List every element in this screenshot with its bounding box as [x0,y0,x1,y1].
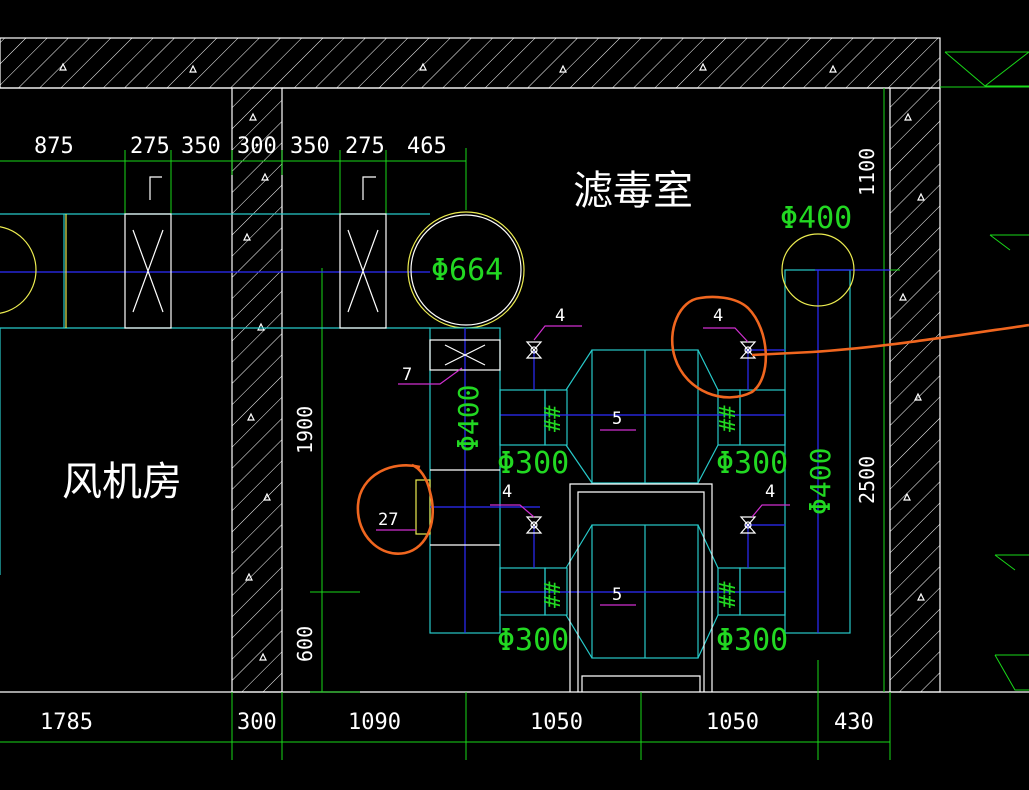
equipment-tags: 7 4 4 4 4 5 5 27 [378,306,775,605]
dim-bottom-1050-right: 1050 [706,710,759,735]
markup-arrow-line [751,323,1029,357]
label-phi300-lower-left: Φ300 [497,623,569,658]
tag-7: 7 [402,365,412,385]
tag-5-lower: 5 [612,585,622,605]
dim-top-350-right: 350 [290,134,330,159]
leader-lines [376,325,790,606]
tag-5-upper: 5 [612,409,622,429]
tag-4-top-right: 4 [713,306,723,326]
dim-bottom-1785: 1785 [40,710,93,735]
label-phi400-top: Φ400 [780,201,852,236]
dim-vert-2500: 2500 [855,456,879,504]
dim-top-350-left: 350 [181,134,221,159]
dim-vert-1100: 1100 [855,148,879,196]
dim-vert-600: 600 [293,626,317,662]
top-dimension-line [0,148,467,220]
label-phi400-left: Φ400 [452,385,485,452]
top-wall [0,37,941,89]
tag-4-mid-left: 4 [502,482,512,502]
markup-annotations [356,295,1029,555]
tag-4-mid-right: 4 [765,482,775,502]
filter-units [430,349,786,692]
svg-text:##: ## [716,581,741,608]
dim-top-300: 300 [237,134,277,159]
dim-top-465: 465 [407,134,447,159]
room-filter-room: 滤毒室 [573,168,693,214]
right-vertical-duct: Φ400 Φ400 [780,201,890,634]
phi664-duct: Φ664 [407,211,525,329]
dim-bottom-1050-left: 1050 [530,710,583,735]
svg-text:##: ## [541,405,566,432]
valves [525,341,757,534]
dim-vert-1900: 1900 [293,406,317,454]
dim-bottom-430: 430 [834,710,874,735]
dim-bottom-1090: 1090 [348,710,401,735]
partition-wall [231,87,283,693]
concrete-marks [59,62,925,661]
top-dimensions: 875 275 350 300 350 275 465 [34,134,447,159]
label-phi664: Φ664 [431,253,503,288]
dim-top-275-right: 275 [345,134,385,159]
label-phi400-right: Φ400 [804,448,837,515]
room-fan-room: 风机房 [62,459,182,505]
markup-circle-27 [356,463,434,555]
svg-text:##: ## [541,581,566,608]
left-vertical-duct: Φ400 [415,327,501,634]
tag-4-top-left: 4 [555,306,565,326]
tag-27: 27 [378,510,398,530]
dim-bottom-300: 300 [237,710,277,735]
phi300-labels: Φ300 Φ300 Φ300 Φ300 [497,446,788,658]
label-phi300-upper-left: Φ300 [497,446,569,481]
damper-right [339,213,387,329]
svg-text:##: ## [716,405,741,432]
label-phi300-lower-right: Φ300 [716,623,788,658]
level-symbols [940,51,1029,691]
bottom-dimensions: 1785 300 1090 1050 1050 430 [40,710,874,735]
dim-top-275-left: 275 [130,134,170,159]
hash-marks: ## ## ## ## [541,405,741,608]
right-wall [889,87,941,693]
main-duct [0,176,430,575]
bottom-dimension-line [0,660,891,760]
vertical-dimensions: 1100 1900 600 2500 [293,148,879,662]
markup-circle-valve [670,295,768,399]
walls [0,37,1029,693]
label-phi300-upper-right: Φ300 [716,446,788,481]
damper-left [124,213,172,329]
valve-7 [429,339,501,371]
dim-top-875: 875 [34,134,74,159]
